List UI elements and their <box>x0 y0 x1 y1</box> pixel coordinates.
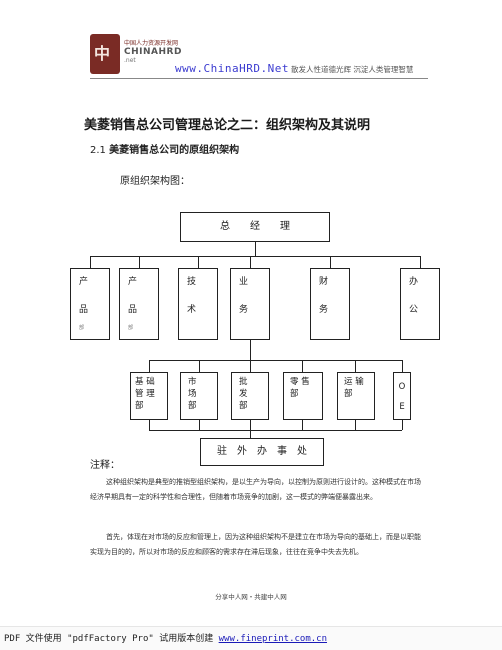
org-subdept-line: 部 <box>135 401 144 411</box>
org-dept-box: 技 术 <box>178 268 218 340</box>
logo-line2: CHINAHRD <box>124 47 182 57</box>
header-divider <box>90 78 428 79</box>
org-top-label: 总 经 理 <box>220 221 290 232</box>
org-dept-char: 产 <box>79 277 89 287</box>
org-connector <box>199 360 200 372</box>
org-subdept-line: 运 输 <box>344 377 364 387</box>
notes-label: 注释： <box>90 460 120 471</box>
org-subdept-line: 基 础 <box>135 377 155 387</box>
org-dept-char: 品 <box>128 305 138 315</box>
org-subdept-box: 运 输 部 <box>337 372 375 420</box>
org-dept-char: 财 <box>319 277 329 287</box>
org-bottom-box: 驻 外 办 事 处 <box>200 438 324 466</box>
site-url[interactable]: www.ChinaHRD.Net <box>175 62 289 75</box>
org-dept-char: 务 <box>319 305 329 315</box>
org-connector <box>139 256 140 268</box>
logo-text: 中国人力资源开发网 CHINAHRD .net <box>124 38 182 64</box>
org-connector <box>250 256 251 268</box>
org-subdept-box: 市 场 部 <box>180 372 218 420</box>
org-dept-box: 办 公 <box>400 268 440 340</box>
org-connector <box>149 360 402 361</box>
org-subdept-line: 管 理 <box>135 389 155 399</box>
org-top-box: 总 经 理 <box>180 212 330 242</box>
document-title: 美菱销售总公司管理总论之二：组织架构及其说明 <box>84 118 371 133</box>
org-dept-char: 品 <box>79 305 89 315</box>
org-subdept-line: 部 <box>188 401 197 411</box>
org-dept-char: 务 <box>239 305 249 315</box>
logo-line1: 中国人力资源开发网 <box>124 40 179 47</box>
header-slogan: 散发人性道德光辉 沉淀人类管理智慧 <box>291 65 414 74</box>
org-dept-box: 财 务 <box>310 268 350 340</box>
page-footer: 分享中人网・共建中人网 <box>215 593 287 601</box>
logo-line3: .net <box>124 57 136 64</box>
section-heading: 2.1 美菱销售总公司的原组织架构 <box>90 141 239 156</box>
org-connector <box>90 256 91 268</box>
org-dept-sub: 部 <box>128 325 134 331</box>
org-subdept-line: 部 <box>239 401 248 411</box>
org-connector <box>402 420 403 430</box>
org-dept-box: 产 品 部 <box>119 268 159 340</box>
org-dept-box: 产 品 部 <box>70 268 110 340</box>
org-connector <box>355 420 356 430</box>
org-subdept-line: 市 <box>188 377 197 387</box>
chinahrd-logo: 中 中国人力资源开发网 CHINAHRD .net <box>90 34 184 76</box>
org-dept-char: 术 <box>187 305 197 315</box>
section-number: 2.1 <box>90 145 106 156</box>
org-connector <box>255 242 256 256</box>
pdf-watermark-link[interactable]: www.fineprint.com.cn <box>218 634 328 644</box>
notes-paragraph-1: 这种组织架构是典型的推销型组织架构，是以生产为导向，以控制为原则进行设计的。这种… <box>90 478 421 501</box>
org-connector <box>302 360 303 372</box>
chart-caption: 原组织架构图： <box>120 176 190 187</box>
org-dept-char: 产 <box>128 277 138 287</box>
org-connector <box>302 420 303 430</box>
org-connector <box>250 340 251 360</box>
org-subdept-line: 发 <box>239 389 248 399</box>
org-dept-char: 业 <box>239 277 249 287</box>
org-connector <box>199 420 200 430</box>
org-connector <box>90 256 420 257</box>
org-connector <box>149 430 402 431</box>
notes-paragraph-2: 首先，体现在对市场的反应和管理上，因为这种组织架构不是建立在市场为导向的基础上，… <box>90 533 421 556</box>
org-connector <box>330 256 331 268</box>
logo-seal: 中 <box>90 34 120 74</box>
org-subdept-line: 部 <box>290 389 299 399</box>
org-dept-char: 办 <box>409 277 419 287</box>
org-connector <box>149 420 150 430</box>
org-dept-sub: 部 <box>79 325 85 331</box>
org-connector <box>250 360 251 372</box>
org-connector <box>198 256 199 268</box>
org-connector <box>250 420 251 438</box>
org-dept-char: 技 <box>187 277 197 287</box>
org-bottom-label: 驻 外 办 事 处 <box>217 446 307 457</box>
section-title: 美菱销售总公司的原组织架构 <box>109 145 240 156</box>
org-connector <box>420 256 421 268</box>
org-connector <box>149 360 150 372</box>
pdf-watermark-bar <box>0 626 502 650</box>
org-subdept-line: 批 <box>239 377 248 387</box>
org-subdept-line: 零 售 <box>290 377 310 387</box>
org-subdept-box: 基 础 管 理 部 <box>130 372 168 420</box>
org-dept-char: 公 <box>409 305 419 315</box>
org-subdept-box: 零 售 部 <box>283 372 323 420</box>
org-dept-box: 业 务 <box>230 268 270 340</box>
org-subdept-line: O <box>398 382 406 392</box>
org-subdept-box: O E <box>393 372 411 420</box>
org-subdept-line: 部 <box>344 389 353 399</box>
org-connector <box>355 360 356 372</box>
org-subdept-line: E <box>399 402 405 412</box>
pdf-watermark: PDF 文件使用 "pdfFactory Pro" 试用版本创建 www.fin… <box>4 631 327 644</box>
org-subdept-line: 场 <box>188 389 197 399</box>
pdf-watermark-text: PDF 文件使用 "pdfFactory Pro" 试用版本创建 <box>4 634 219 644</box>
org-subdept-box: 批 发 部 <box>231 372 269 420</box>
org-connector <box>402 360 403 372</box>
